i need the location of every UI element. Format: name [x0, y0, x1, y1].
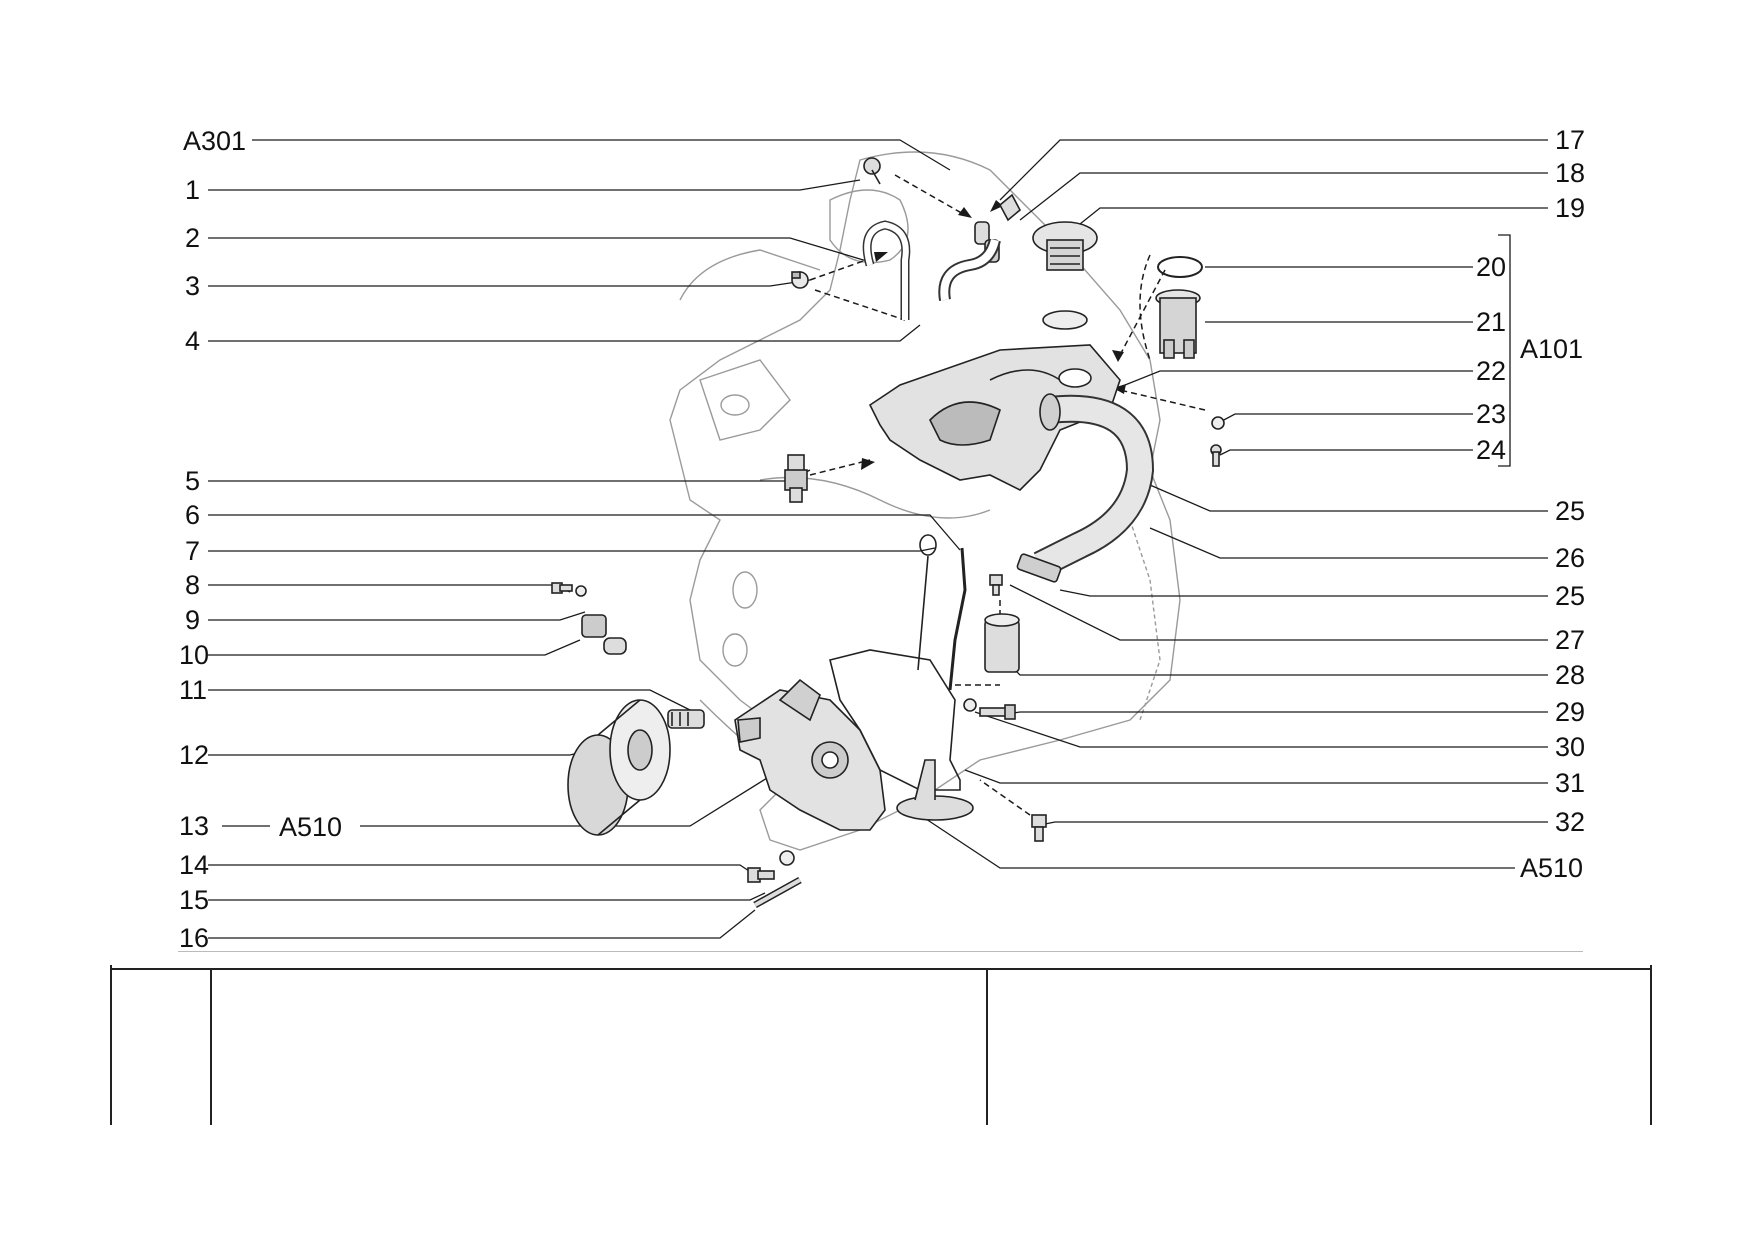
callout-label-6: 6	[185, 500, 201, 530]
part-30-washer	[963, 698, 977, 712]
callout-label-11: 11	[179, 675, 208, 705]
callout-label-31: 31	[1555, 768, 1586, 798]
part-7-dipstick	[917, 534, 937, 671]
part-16-stud	[753, 876, 802, 909]
part-22-filler-cap	[1032, 221, 1098, 330]
callout-label-13: 13	[179, 811, 210, 841]
callout-label-17: 17	[1555, 125, 1586, 155]
parts-list-table-frame	[110, 965, 1652, 1125]
separator-line	[178, 951, 1583, 952]
part-14-bolt	[747, 867, 775, 883]
callout-label-a510-right: A510	[1520, 853, 1584, 883]
callout-label-4: 4	[185, 326, 201, 356]
part-21-breather	[1155, 289, 1201, 359]
part-25-hose-clamp-top	[1039, 393, 1061, 431]
part-28-housing	[984, 613, 1020, 673]
callout-label-1: 1	[185, 175, 201, 205]
callout-label-8: 8	[185, 570, 201, 600]
part-9-washer	[575, 585, 587, 597]
part-20-seal-ring	[1157, 256, 1203, 278]
part-31-gasket	[829, 649, 961, 791]
callout-label-24: 24	[1476, 435, 1507, 465]
part-a510-strainer	[896, 759, 974, 821]
part-29-bolt	[979, 704, 1016, 720]
part-15-washer	[779, 850, 795, 866]
part-12-oil-filter	[567, 699, 671, 836]
callout-label-23: 23	[1476, 399, 1507, 429]
table-column-divider	[1650, 970, 1652, 1125]
callout-label-28: 28	[1555, 660, 1586, 690]
callout-label-21: 21	[1476, 307, 1507, 337]
part-27-bolt	[989, 574, 1003, 596]
table-column-divider	[110, 970, 112, 1125]
part-1-clip	[863, 157, 881, 185]
callout-label-3: 3	[185, 271, 201, 301]
leader-lines-left	[208, 139, 961, 939]
callout-label-16: 16	[179, 923, 210, 953]
callout-label-a101: A101	[1520, 334, 1584, 364]
parts	[551, 157, 1225, 909]
part-6-dipstick-tube	[948, 547, 967, 691]
callout-label-10: 10	[179, 640, 210, 670]
callout-label-30: 30	[1555, 732, 1586, 762]
table-column-divider	[210, 970, 212, 1125]
callout-label-26: 26	[1555, 543, 1586, 573]
part-8-bolt	[551, 582, 573, 594]
part-18-clip	[998, 193, 1022, 222]
callout-label-14: 14	[179, 850, 210, 880]
part-2-hose	[862, 220, 911, 320]
part-24-bolt	[1210, 444, 1222, 467]
part-3-clamp	[791, 271, 809, 289]
callout-label-12: 12	[179, 740, 210, 770]
callout-label-7: 7	[185, 536, 201, 566]
callout-label-20: 20	[1476, 252, 1507, 282]
part-32-bolt	[1031, 814, 1047, 842]
callout-label-19: 19	[1555, 193, 1586, 223]
part-a510-oil-pump	[734, 678, 886, 831]
part-10-sensor	[581, 614, 627, 655]
callout-label-9: 9	[185, 605, 201, 635]
callout-label-15: 15	[179, 885, 210, 915]
table-column-divider	[986, 970, 988, 1125]
callout-label-32: 32	[1555, 807, 1586, 837]
callout-label-18: 18	[1555, 158, 1586, 188]
leader-lines-right	[919, 139, 1548, 869]
valve-cover	[868, 344, 1121, 491]
callout-label-5: 5	[185, 466, 201, 496]
callout-label-29: 29	[1555, 697, 1586, 727]
callout-label-a510-left: A510	[279, 812, 343, 842]
callout-label-22: 22	[1476, 356, 1507, 386]
callout-label-a301: A301	[183, 126, 247, 156]
callout-label-25-top: 25	[1555, 496, 1586, 526]
callout-label-2: 2	[185, 223, 201, 253]
part-11-union	[667, 709, 705, 729]
part-5-sensor	[784, 454, 808, 503]
callout-label-25-bottom: 25	[1555, 581, 1586, 611]
part-23-washer	[1211, 416, 1225, 430]
part-25-hose-clamp-bottom	[1016, 553, 1062, 583]
callout-label-27: 27	[1555, 625, 1586, 655]
